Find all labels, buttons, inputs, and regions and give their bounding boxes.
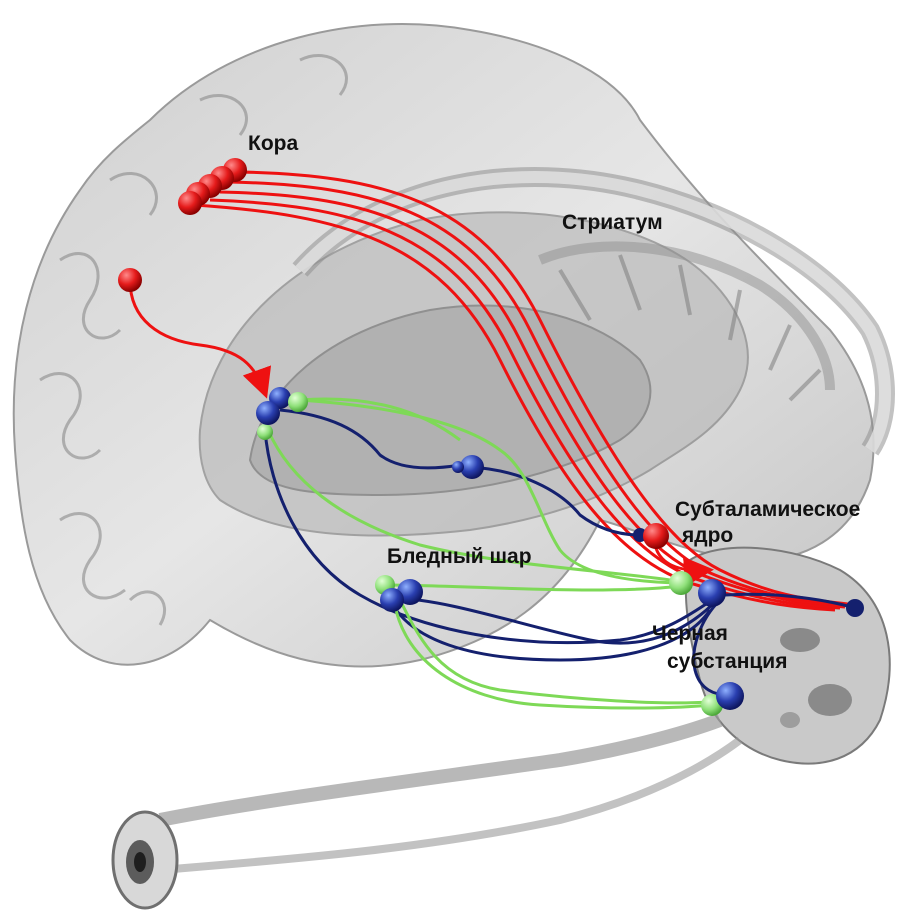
- label-subthalamic-nucleus-line2: ядро: [681, 524, 733, 547]
- label-substantia-nigra-line1: Черная: [652, 622, 728, 645]
- neuron-blue: [716, 682, 744, 710]
- neuron-blue: [698, 579, 726, 607]
- neuron-red: [643, 523, 669, 549]
- neuron-red: [118, 268, 142, 292]
- neuron-red: [178, 191, 202, 215]
- neuron-green: [288, 392, 308, 412]
- label-subthalamic-nucleus-line1: Субталамическое: [675, 498, 860, 521]
- neuron-green: [669, 571, 693, 595]
- label-striatum: Стриатум: [562, 211, 663, 234]
- neuron-blue: [256, 401, 280, 425]
- neuron-blue: [380, 588, 404, 612]
- label-substantia-nigra-line2: субстанция: [667, 650, 787, 673]
- label-globus-pallidus: Бледный шар: [387, 545, 532, 568]
- neuron-blue: [452, 461, 464, 473]
- neuron-blue: [846, 599, 864, 617]
- neuron-green: [257, 424, 273, 440]
- eye-icon: [113, 812, 177, 908]
- label-cortex: Кора: [248, 132, 298, 155]
